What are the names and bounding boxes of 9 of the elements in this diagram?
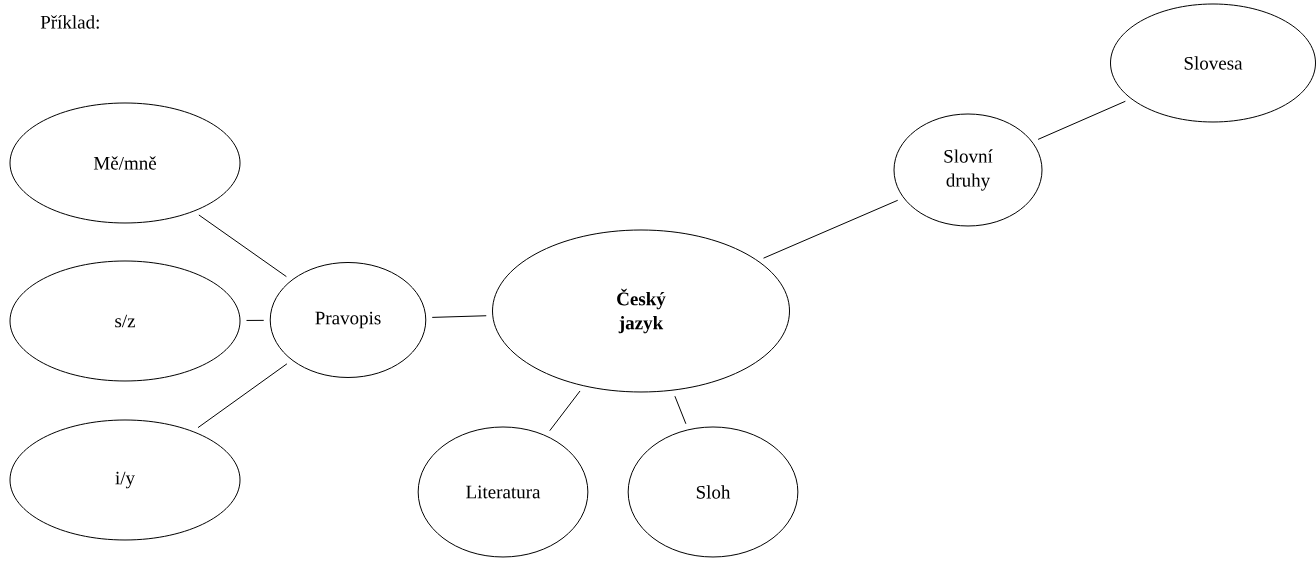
- connector-line: [198, 214, 287, 278]
- connector-line: [197, 363, 288, 429]
- connector-line: [549, 390, 581, 432]
- connector-line: [431, 315, 487, 318]
- connector-line: [674, 395, 687, 425]
- connector-line: [246, 319, 265, 321]
- heading: Příklad:: [40, 15, 99, 29]
- connector-line: [1037, 100, 1126, 140]
- connector-line: [763, 199, 899, 259]
